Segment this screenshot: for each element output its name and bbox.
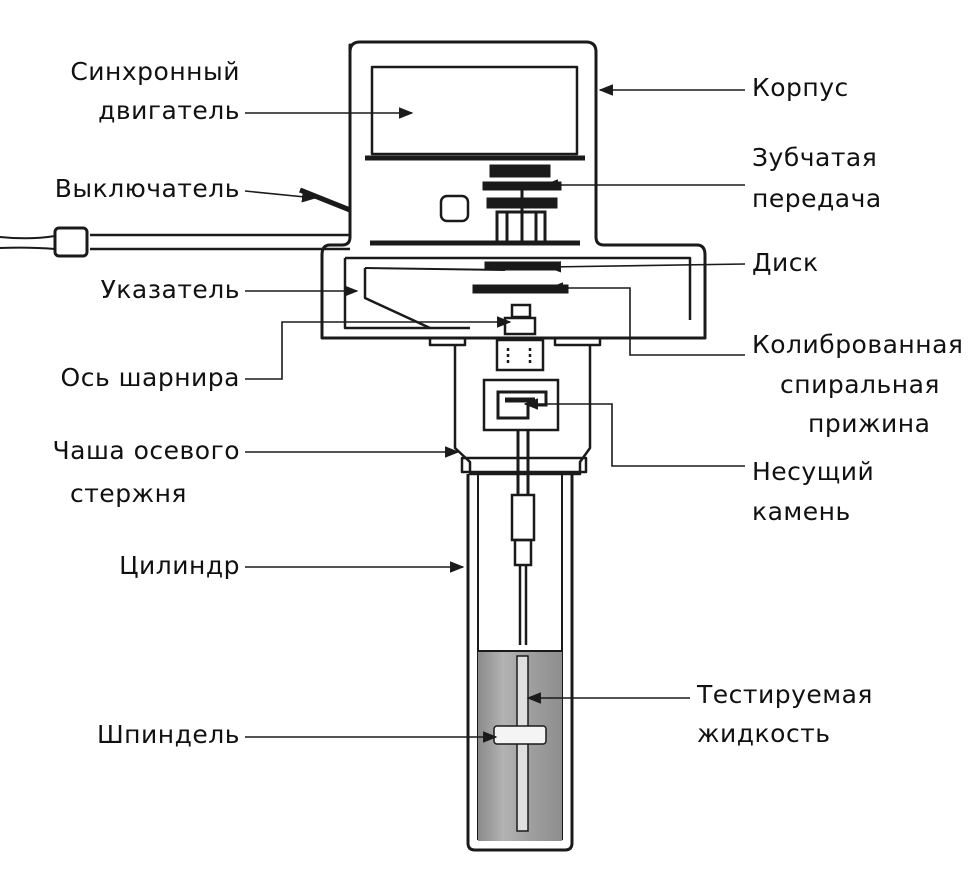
spring-assembly	[482, 338, 560, 645]
label-jewel-cup-1: Чаша осевого	[52, 436, 240, 465]
pointer-arm	[363, 268, 431, 330]
switch-lever	[299, 187, 351, 213]
gear-train	[472, 164, 569, 336]
label-housing: Корпус	[752, 73, 849, 102]
label-fluid-2: жидкость	[697, 719, 831, 748]
cable	[90, 233, 350, 251]
label-gear-2: передача	[752, 184, 882, 213]
label-motor-1: Синхронный	[70, 57, 240, 86]
label-spring-3: прижина	[808, 409, 931, 438]
label-cylinder: Цилиндр	[119, 551, 240, 580]
label-motor-2: двигатель	[98, 96, 240, 125]
label-jewel-1: Несущий	[752, 457, 875, 486]
label-switch: Выключатель	[54, 174, 240, 203]
control-knob	[439, 194, 470, 223]
label-spindle: Шпиндель	[96, 720, 240, 749]
leader-lines	[244, 84, 746, 743]
motor-window	[370, 65, 579, 156]
label-fluid-1: Тестируемая	[697, 680, 873, 709]
housing-upper	[320, 40, 707, 340]
cylinder	[466, 474, 574, 852]
dial-disk	[484, 261, 561, 271]
label-jewel-cup-2: стержня	[70, 479, 187, 508]
label-pointer: Указатель	[100, 275, 240, 304]
label-spring-1: Колиброванная	[752, 330, 964, 359]
label-spring-2: спиральная	[780, 370, 940, 399]
column	[453, 345, 592, 476]
label-pivot-axis: Ось шарнира	[60, 363, 240, 392]
label-gear-1: Зубчатая	[752, 143, 878, 172]
label-jewel-2: камень	[752, 497, 851, 526]
spindle-lower	[493, 655, 547, 832]
label-dial: Диск	[752, 248, 819, 277]
